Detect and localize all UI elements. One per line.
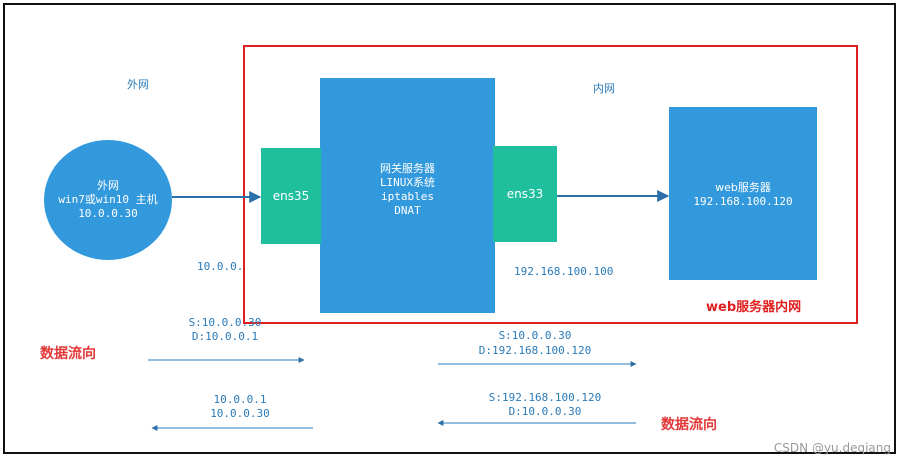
nic-ens33-label: ens33 [506,187,544,201]
req-right-dst: D:192.168.100.120 [478,344,592,357]
data-flow-label-1: 数据流向 [40,346,96,362]
client-host: 外网 win7或win10 主机 10.0.0.30 [44,140,172,260]
req-left-src: S:10.0.0.30 [188,316,262,329]
web-server-line2: 192.168.100.120 [693,195,793,208]
gateway-server: 网关服务器 LINUX系统 iptables DNAT [320,78,495,313]
resp-right-label: S:192.168.100.120 D:10.0.0.30 [480,391,610,419]
client-line1: 外网 [97,179,119,192]
nic-ens35-label: ens35 [272,189,310,203]
client-line2: win7或win10 主机 [58,193,158,206]
gateway-line1: 网关服务器 [380,162,435,175]
data-flow-label-2: 数据流向 [661,417,717,433]
resp-right-dst: D:10.0.0.30 [508,405,582,418]
gateway-line4: DNAT [394,204,421,217]
intranet-boundary [243,45,858,324]
web-server: web服务器 192.168.100.120 [669,107,817,280]
client-line3: 10.0.0.30 [78,207,138,220]
resp-left-dst: 10.0.0.30 [210,407,270,420]
gateway-ip-ext: 10.0.0. [197,260,244,273]
resp-left-src: 10.0.0.1 [213,393,267,406]
gateway-line3: iptables [381,190,434,203]
req-right-src: S:10.0.0.30 [498,329,572,342]
req-right-label: S:10.0.0.30 D:192.168.100.120 [470,328,600,358]
req-left-label: S:10.0.0.30 D:10.0.0.1 [180,316,270,344]
nic-ens35: ens35 [261,148,321,244]
resp-right-src: S:192.168.100.120 [488,391,602,404]
gateway-line2: LINUX系统 [379,176,436,189]
web-server-line1: web服务器 [715,181,771,194]
resp-left-label: 10.0.0.1 10.0.0.30 [200,393,280,421]
req-left-dst: D:10.0.0.1 [191,330,259,343]
inner-net-title: 内网 [593,82,615,95]
gateway-ip-int: 192.168.100.100 [514,265,614,278]
outer-net-title: 外网 [127,78,149,91]
diagram-frame [3,3,896,454]
nic-ens33: ens33 [493,146,557,242]
watermark: CSDN @yu.deqiang [773,441,891,455]
intranet-box-label: web服务器内网 [706,300,802,315]
